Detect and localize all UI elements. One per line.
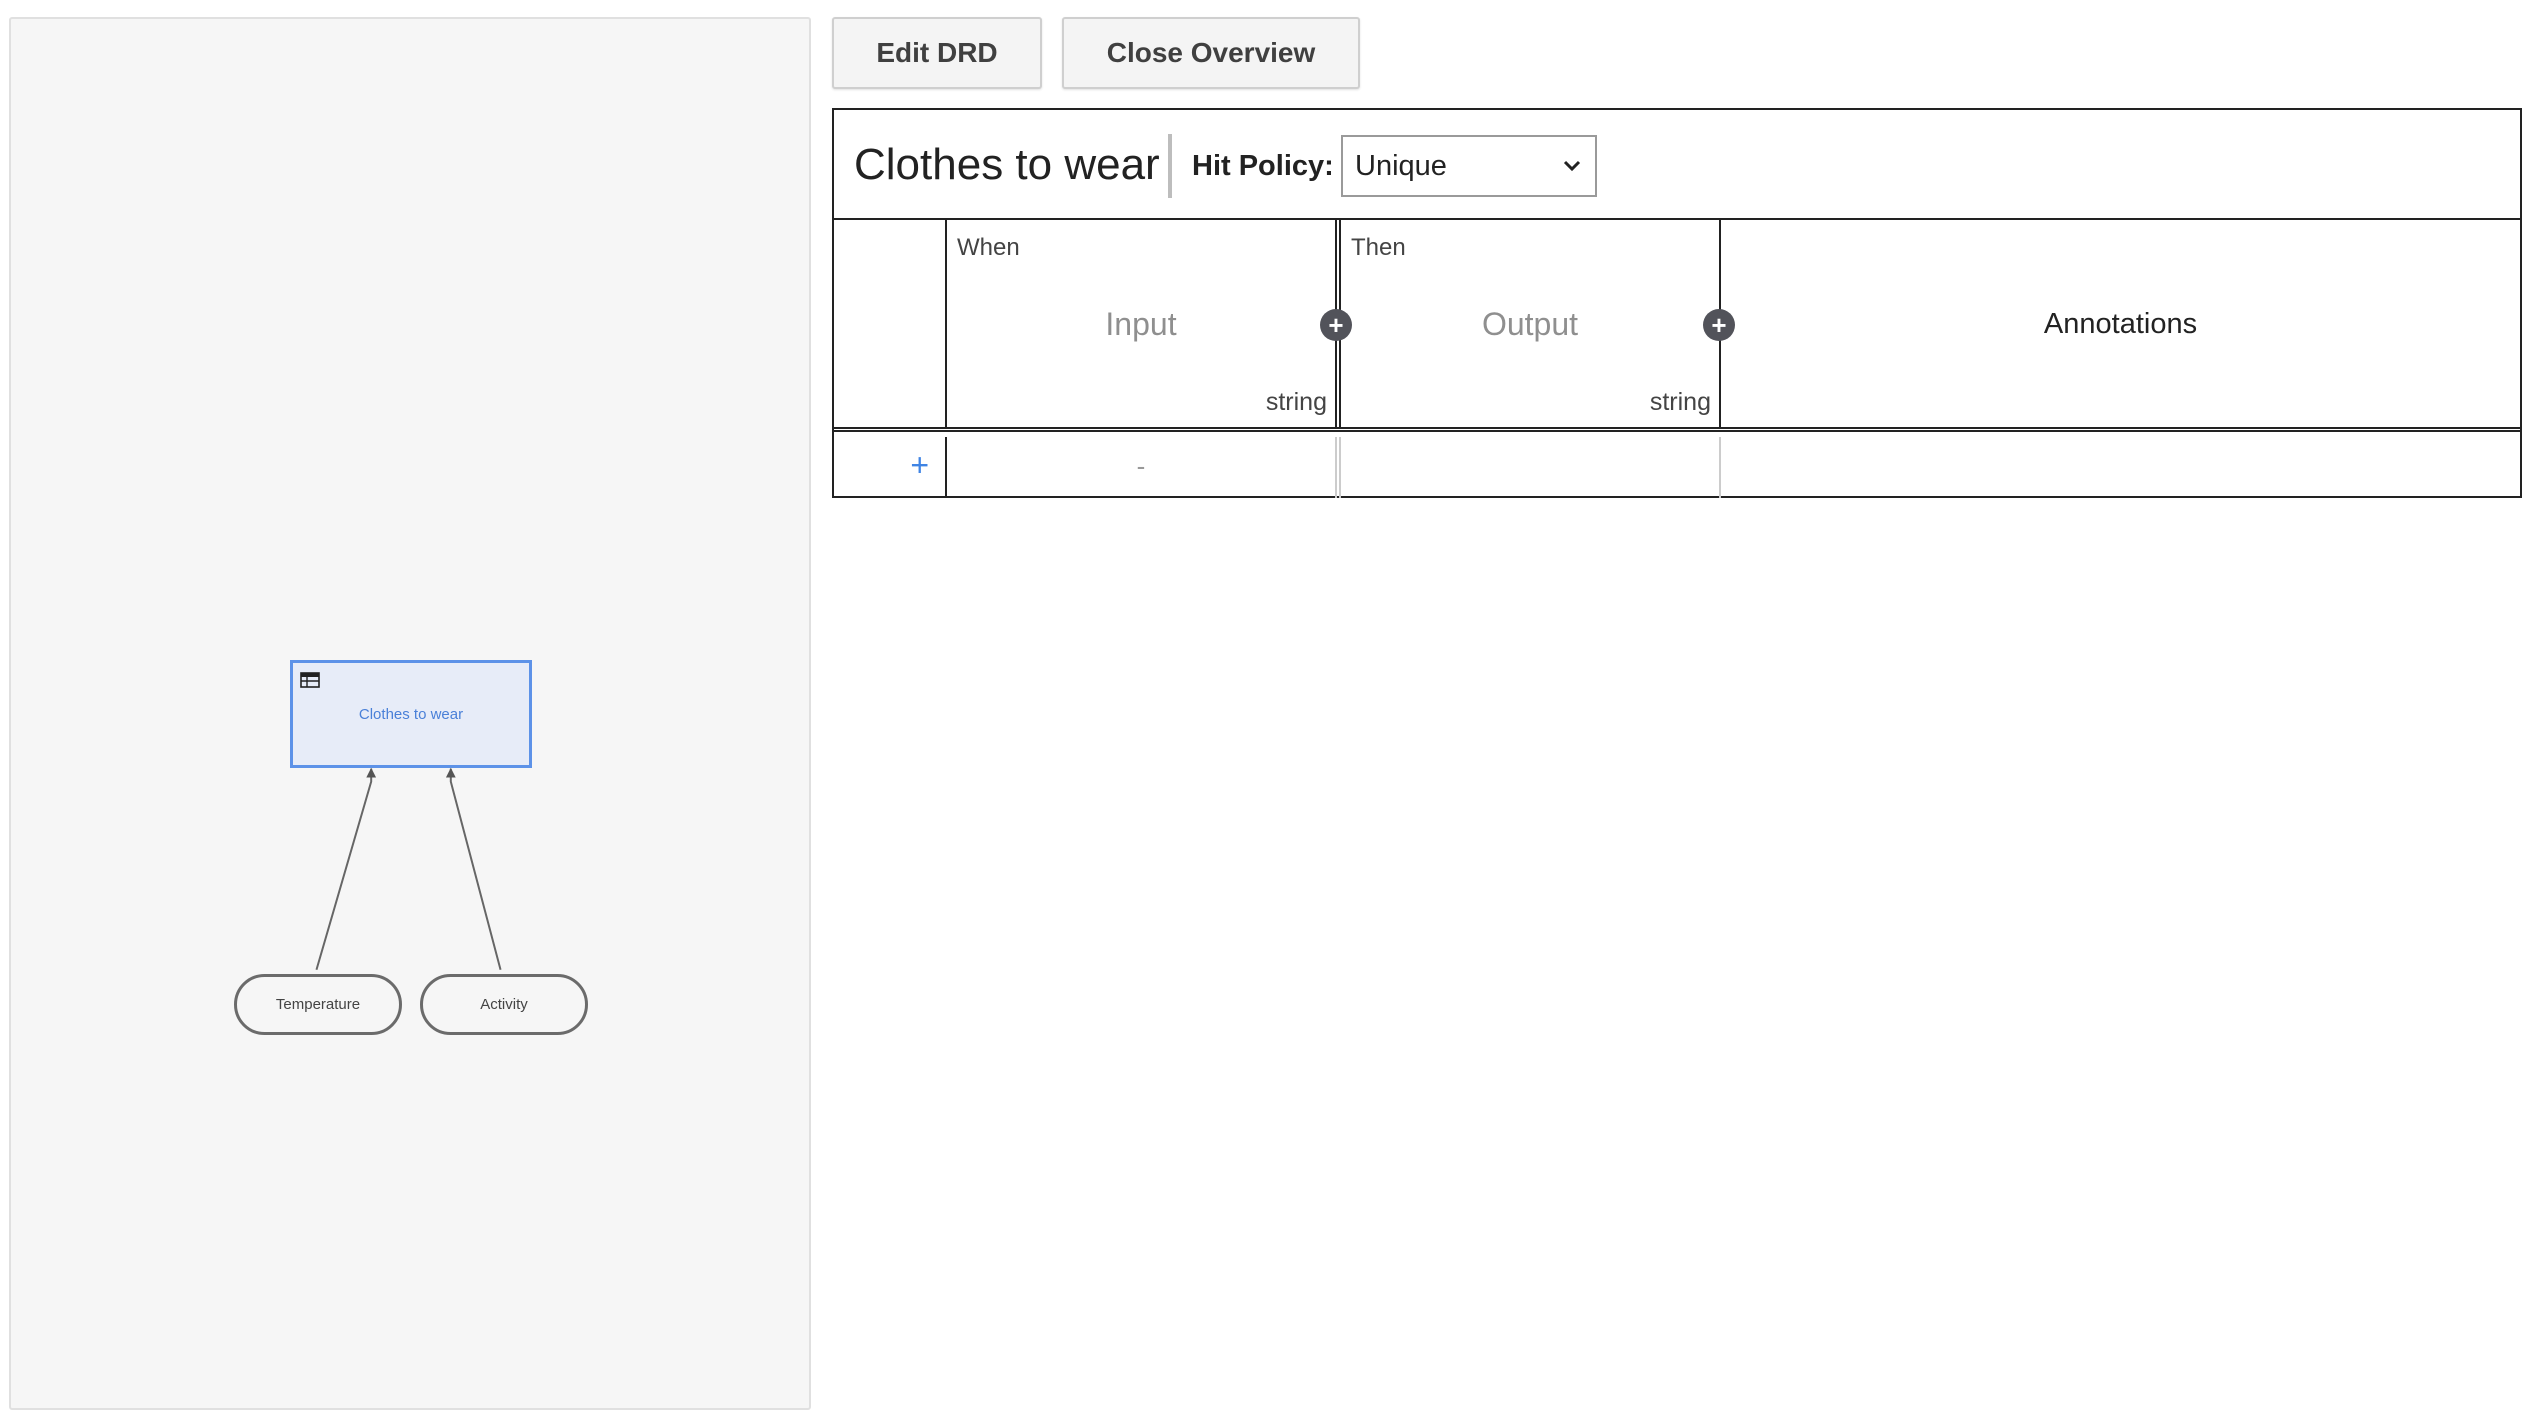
input-type-ref[interactable]: string [1265, 388, 1327, 416]
input-entry-cell[interactable]: - [947, 437, 1337, 498]
table-row: + - [834, 437, 2520, 498]
hit-policy-label: Hit Policy: [1192, 150, 1334, 182]
decision-table-column-headers: When Input string Then Output string Ann… [834, 220, 2520, 432]
drd-input-data-temperature[interactable]: Temperature [234, 974, 402, 1035]
decision-table-icon [300, 672, 320, 688]
decision-table: Clothes to wear Hit Policy: Unique When … [832, 108, 2522, 498]
edit-drd-button[interactable]: Edit DRD [832, 17, 1042, 89]
annotations-column-header: Annotations [1721, 220, 2520, 427]
index-column-header [834, 220, 947, 427]
annotations-label: Annotations [2043, 308, 2198, 340]
output-column-header[interactable]: Then Output string [1339, 220, 1721, 427]
output-type-ref[interactable]: string [1649, 388, 1711, 416]
drd-decision-label: Clothes to wear [358, 705, 464, 723]
information-requirement-temperature [315, 767, 377, 970]
decision-table-header: Clothes to wear Hit Policy: Unique [834, 110, 2520, 220]
decision-table-title[interactable]: Clothes to wear [854, 140, 1160, 189]
drd-decision-node[interactable]: Clothes to wear [290, 660, 532, 768]
drd-connections [315, 767, 502, 970]
annotation-entry-cell[interactable] [1721, 437, 2520, 498]
add-output-column-icon[interactable]: + [1703, 309, 1735, 341]
add-input-column-icon[interactable]: + [1320, 309, 1352, 341]
output-clause-kind: Then [1351, 234, 1406, 261]
information-requirement-activity [445, 767, 502, 970]
input-clause-kind: When [957, 234, 1020, 261]
drd-input-label: Temperature [275, 996, 361, 1013]
hit-policy-value: Unique [1355, 149, 1447, 182]
output-entry-cell[interactable] [1339, 437, 1721, 498]
input-entry-value: - [1136, 451, 1146, 481]
close-overview-button[interactable]: Close Overview [1062, 17, 1360, 89]
row-index-cell: + [834, 437, 947, 498]
add-rule-icon[interactable]: + [910, 447, 929, 483]
drd-input-data-activity[interactable]: Activity [420, 974, 588, 1035]
hit-policy-select[interactable]: Unique [1341, 135, 1597, 197]
input-column-header[interactable]: When Input string [947, 220, 1337, 427]
drd-overview-panel[interactable]: Clothes to wear Temperature Activity [9, 17, 811, 1410]
drd-input-label: Activity [480, 996, 528, 1013]
header-divider [1168, 134, 1172, 198]
chevron-down-icon [1563, 160, 1581, 172]
output-column-name[interactable]: Output [1481, 306, 1579, 342]
input-column-name[interactable]: Input [1105, 306, 1177, 342]
